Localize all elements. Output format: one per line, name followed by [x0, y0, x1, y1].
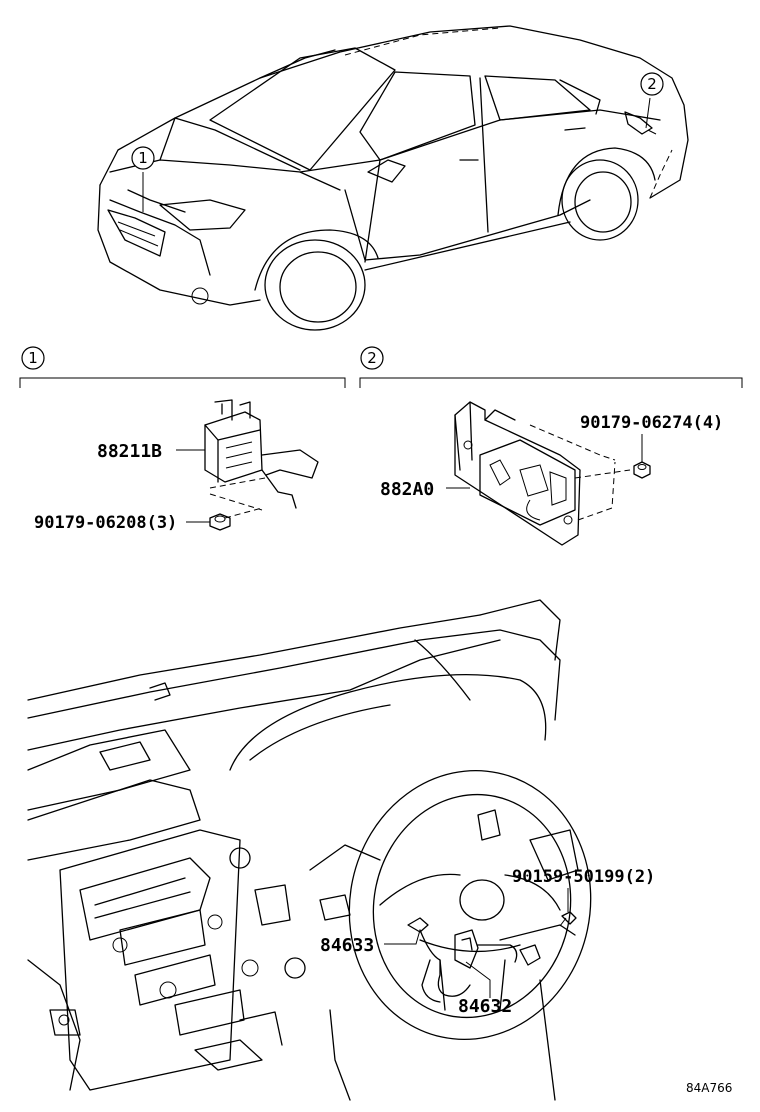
callout-car-rear-label: 2: [647, 75, 657, 93]
part-882A0-label: 882A0: [380, 479, 434, 500]
section-1-header: 1: [19, 346, 346, 388]
harness-84633-drawing: [407, 917, 471, 1003]
section-1-label: 1: [28, 349, 38, 367]
switch-84632-drawing: [454, 929, 541, 969]
part-84633-label: 84633: [320, 935, 374, 956]
cruise-sensor-88211B-drawing: [204, 399, 319, 519]
part-90159-50199-label: 90159-50199(2): [512, 867, 655, 887]
callout-car-front-label: 1: [138, 149, 148, 167]
figure-id: 84A766: [686, 1081, 732, 1095]
section-2-label: 2: [367, 349, 377, 367]
steering-wheel-drawing: [348, 769, 592, 1041]
car-illustration: [97, 25, 689, 331]
dashboard-illustration: [27, 599, 579, 1101]
nut-icon: [633, 461, 651, 479]
part-84632-label: 84632: [458, 996, 512, 1017]
callout-car-front: 1: [131, 146, 155, 170]
callout-car-rear: 2: [640, 72, 664, 96]
module-882A0-drawing: [454, 401, 631, 546]
part-90179-06208-label: 90179-06208(3): [34, 513, 177, 533]
section-2-header: 2: [359, 346, 743, 388]
part-88211B-label: 88211B: [97, 441, 162, 462]
part-90179-06274-label: 90179-06274(4): [580, 413, 723, 433]
screw-icon: [559, 911, 577, 927]
nut-icon: [209, 513, 231, 531]
